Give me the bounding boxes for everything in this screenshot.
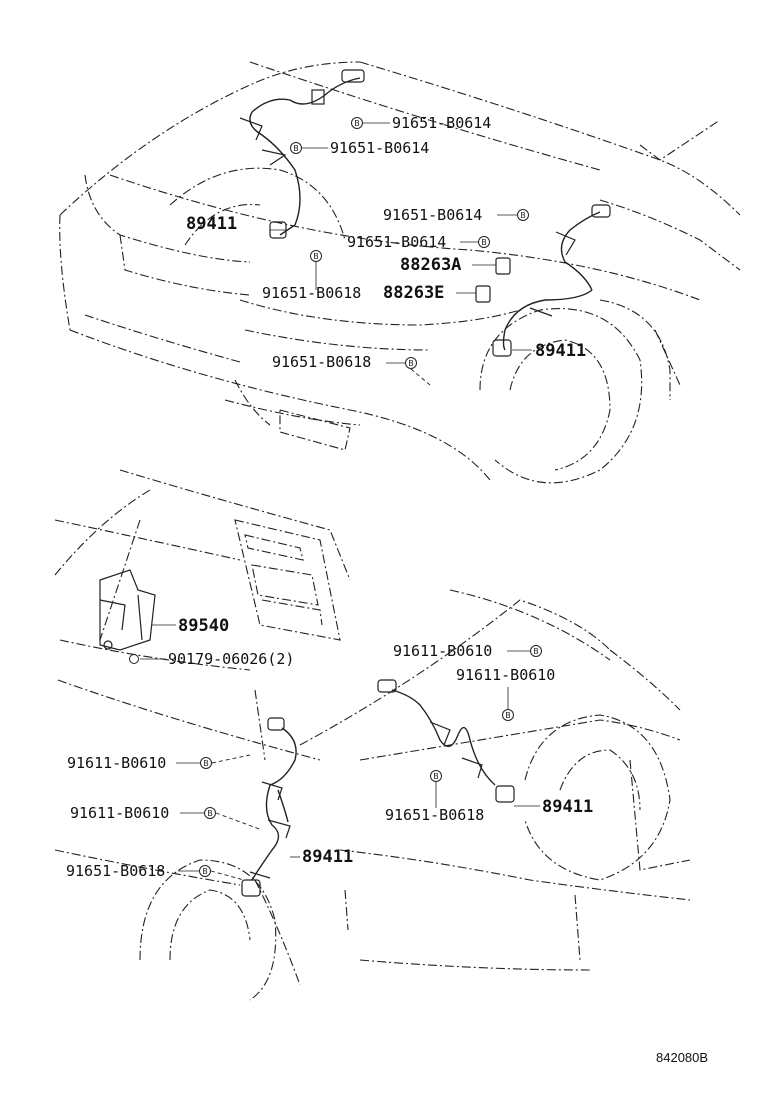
label-b5: 91651-B0618 (262, 284, 361, 302)
svg-text:B: B (520, 211, 526, 220)
label-ecu-nut: 90179-06026(2) (168, 650, 294, 668)
ecu-module (99, 569, 176, 664)
top-vehicle-body (59, 61, 741, 484)
label-b2: 91651-B0614 (330, 139, 429, 157)
label-ecu: 89540 (178, 616, 229, 636)
top-labels: 91651-B0614 91651-B0614 89411 91651-B061… (186, 114, 586, 371)
label-clamp-a: 88263A (400, 255, 461, 275)
svg-text:B: B (354, 119, 360, 128)
bottom-labels: 89540 90179-06026(2) 91611-B0610 91611-B… (66, 616, 593, 880)
label-sensor-rear-left: 89411 (302, 847, 353, 867)
svg-text:B: B (313, 252, 319, 261)
label-b6: 91651-B0618 (272, 353, 371, 371)
svg-text:B: B (433, 772, 439, 781)
label-sensor-left: 89411 (186, 214, 237, 234)
label-b12: 91651-B0618 (66, 862, 165, 880)
label-b11: 91651-B0618 (385, 806, 484, 824)
label-b3: 91651-B0614 (383, 206, 482, 224)
bottom-wire-harness-right (377, 679, 515, 803)
label-b7: 91611-B0610 (393, 642, 492, 660)
bottom-wire-harness-left (241, 717, 297, 897)
svg-text:B: B (505, 711, 511, 720)
svg-text:B: B (293, 144, 299, 153)
label-b1: 91651-B0614 (392, 114, 491, 132)
top-bolts: B B B B B B (270, 117, 532, 386)
svg-text:B: B (533, 647, 539, 656)
label-sensor-right: 89411 (535, 341, 586, 361)
svg-text:B: B (202, 867, 208, 876)
top-wire-harness-right (475, 204, 611, 357)
label-sensor-rear-right: 89411 (542, 797, 593, 817)
svg-text:B: B (203, 759, 209, 768)
label-b4: 91651-B0614 (347, 233, 446, 251)
svg-text:B: B (481, 238, 487, 247)
bottom-bolts: B B B B B B (176, 645, 542, 881)
svg-text:B: B (408, 359, 414, 368)
top-wire-harness-left (239, 69, 365, 239)
bottom-vehicle-body (54, 469, 691, 1001)
label-b9: 91611-B0610 (67, 754, 166, 772)
svg-text:B: B (207, 809, 213, 818)
diagram-code: 842080B (656, 1050, 708, 1065)
label-clamp-e: 88263E (383, 283, 444, 303)
label-b10: 91611-B0610 (70, 804, 169, 822)
label-b8: 91611-B0610 (456, 666, 555, 684)
